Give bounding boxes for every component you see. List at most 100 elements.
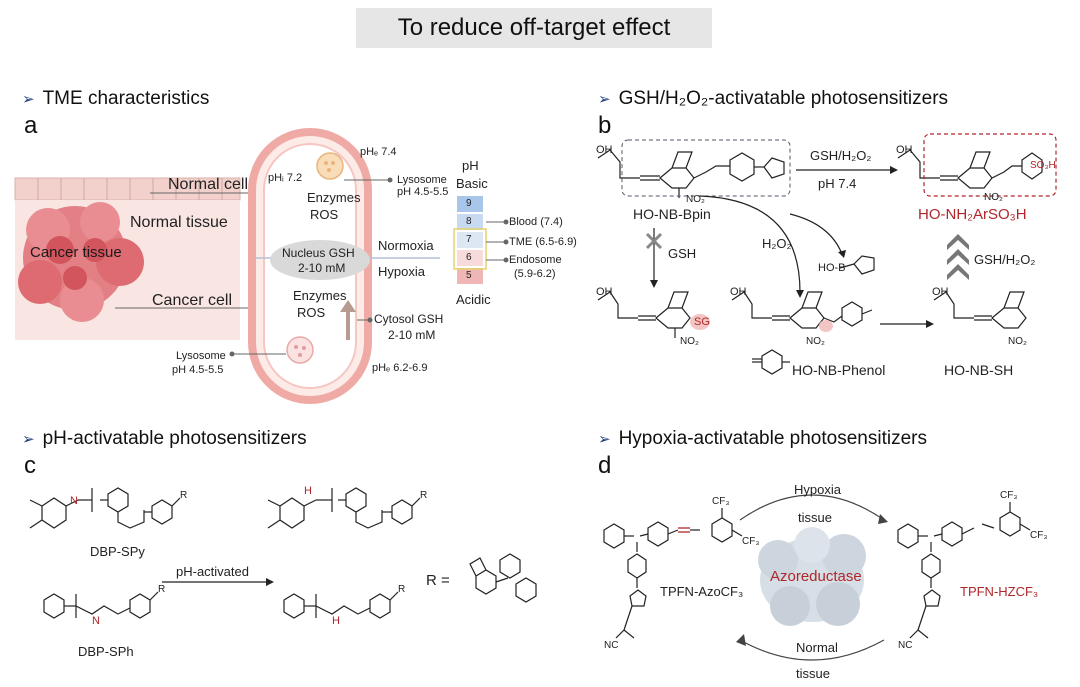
h2o2-label: H₂O₂ <box>762 236 792 251</box>
chevron-up-icons <box>947 234 969 280</box>
section-header-ph: ➢ pH-activatable photosensitizers <box>22 428 307 450</box>
phenol-oh: OH <box>730 286 747 298</box>
cytosol-label-1: Cytosol GSH <box>374 312 444 326</box>
bpin-name: HO-NB-Bpin <box>633 206 711 222</box>
hypoxia-label: Hypoxia <box>378 264 425 279</box>
gsh-h2o2-up-label: GSH/H₂O₂ <box>974 252 1036 267</box>
tpfn-hz-label: TPFN-HZCF₃ <box>960 584 1039 599</box>
section-header-gsh: ➢ GSH/H₂O₂-activatable photosensitizers <box>598 88 948 110</box>
phenyl-ring <box>107 487 129 513</box>
h2o2-arrow <box>699 195 801 293</box>
lysosome-bottom-label-1: Lysosome <box>176 350 226 362</box>
endosome-label-2: (5.9-6.2) <box>514 268 556 280</box>
triangle-bullet-icon: ➢ <box>22 91 35 108</box>
cancer-tissue-blob <box>18 202 144 322</box>
lysosome-top <box>316 152 344 180</box>
normal-arrow <box>739 639 885 661</box>
ph-scale <box>453 196 487 284</box>
bpin-no2: NO₂ <box>686 194 705 205</box>
triangle-bullet-icon: ➢ <box>22 431 35 448</box>
boric-ester <box>839 255 875 275</box>
normal-tissue-label-2: tissue <box>796 666 830 681</box>
lysosome-bottom <box>286 336 314 364</box>
endosome-label-1: Endosome <box>509 254 562 266</box>
panel-label-b: b <box>598 112 612 139</box>
triangle-bullet-icon: ➢ <box>598 91 611 108</box>
sg-label: SG <box>694 316 710 328</box>
normoxia-label: Normoxia <box>378 238 434 253</box>
reagent-ph: pH 7.4 <box>818 176 857 191</box>
azo-cn: NC <box>604 640 619 651</box>
nucleus-label-2: 2-10 mM <box>298 261 346 275</box>
tme-range-label: TME (6.5-6.9) <box>509 236 577 248</box>
phi-label: pHᵢ 7.2 <box>268 172 303 184</box>
bpin-phenyl-ring <box>729 152 755 182</box>
scale-value-9: 9 <box>466 198 472 209</box>
product-name: HO-NH₂ArSO₃H <box>918 206 1027 223</box>
product-so3h: SO₃H <box>1030 160 1056 171</box>
enzymes-bottom-label: Enzymes <box>293 288 347 303</box>
azoreductase-protein <box>758 527 866 626</box>
dbp-sph-label: DBP-SPh <box>78 644 134 659</box>
r-label-sph: R <box>158 584 166 595</box>
section-label: Hypoxia-activatable photosensitizers <box>618 428 927 449</box>
section-label: pH-activatable photosensitizers <box>42 428 307 449</box>
svg-text:H: H <box>332 615 340 627</box>
section-header-tme: ➢TME characteristics <box>22 88 209 110</box>
ros-top-label: ROS <box>310 207 339 222</box>
lysosome-top-label-2: pH 4.5-5.5 <box>397 186 449 198</box>
phe-bottom-label: pHₑ 6.2-6.9 <box>372 362 428 374</box>
increase-arrow-icon <box>340 300 356 340</box>
r-label-spy: R <box>180 490 188 501</box>
scale-ph-label: pH <box>462 158 479 173</box>
panel-label-c: c <box>24 452 36 479</box>
scale-acidic-label: Acidic <box>456 292 491 307</box>
blocked-cross-icon <box>645 232 663 250</box>
tpfn-azo-label: TPFN-AzoCF₃ <box>660 584 744 599</box>
scale-value-7: 7 <box>466 234 472 245</box>
r-label-product-spy: R <box>420 490 428 501</box>
panel-label-a: a <box>24 112 38 139</box>
nucleus <box>270 240 370 280</box>
scale-value-6: 6 <box>466 252 472 263</box>
sh-no2: NO₂ <box>1008 336 1027 347</box>
section-label: GSH/H₂O₂-activatable photosensitizers <box>618 88 949 109</box>
sulfonamide-n-red: N <box>70 495 78 507</box>
section-header-hypoxia: ➢Hypoxia-activatable photosensitizers <box>598 428 927 450</box>
gsh-blocked-label: GSH <box>668 246 697 261</box>
sg-highlight <box>690 314 710 330</box>
product-dashed-box <box>923 133 1057 197</box>
hz-cn: NC <box>898 640 913 651</box>
hypoxia-tissue-label-1: Hypoxia <box>794 482 841 497</box>
hz-cf3-top: CF₃ <box>1000 490 1018 501</box>
lysosome-bottom-label-2: pH 4.5-5.5 <box>172 364 224 376</box>
azo-cf3-right: CF₃ <box>742 536 760 547</box>
boric-ho-b: HO-B <box>818 262 846 274</box>
figure-title: To reduce off-target effect <box>356 8 712 48</box>
dbp-spy-label: DBP-SPy <box>90 544 145 559</box>
lysosome-top-label-1: Lysosome <box>397 174 447 186</box>
cancer-cell-label: Cancer cell <box>152 292 233 309</box>
ros-bottom-label: ROS <box>297 305 326 320</box>
azoreductase-label: Azoreductase <box>770 568 862 585</box>
sh-name: HO-NB-SH <box>944 362 1014 378</box>
r-label-product-sph: R <box>398 584 406 595</box>
bpin-oh: OH <box>596 144 613 156</box>
bpin-chain <box>597 149 640 179</box>
phe-top-label: pHₑ 7.4 <box>360 146 397 158</box>
sh-oh: OH <box>932 286 949 298</box>
nucleus-label-1: Nucleus GSH <box>282 246 355 260</box>
scale-value-8: 8 <box>466 216 472 227</box>
normal-tissue-label-1: Normal <box>796 640 838 655</box>
phenol-no2: NO₂ <box>806 336 825 347</box>
hypoxia-arrow <box>739 494 885 521</box>
azo-cf3-top: CF₃ <box>712 496 730 507</box>
pyridinium-ring <box>151 499 173 525</box>
hypoxia-tissue-label-2: tissue <box>798 510 832 525</box>
normal-tissue-label: Normal tissue <box>130 214 228 231</box>
blood-label: Blood (7.4) <box>509 216 563 228</box>
scale-basic-label: Basic <box>456 176 488 191</box>
